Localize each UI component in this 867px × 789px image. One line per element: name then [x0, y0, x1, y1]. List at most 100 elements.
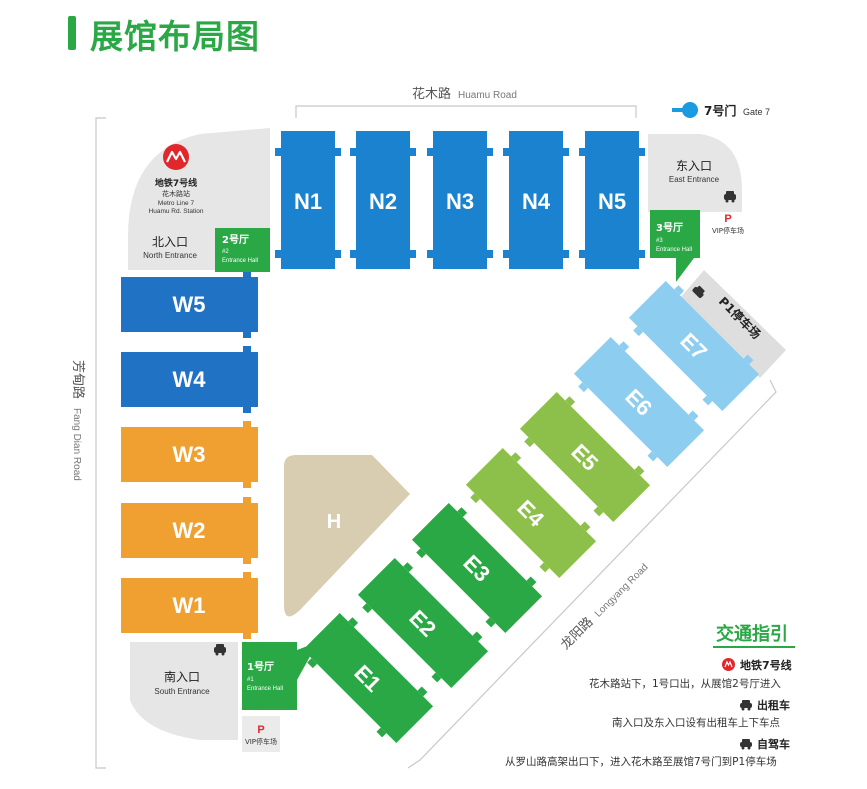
hall-n2[interactable]: N2 [350, 131, 416, 269]
hall-shape [121, 352, 258, 407]
hall-label: W1 [173, 593, 206, 618]
hall-e5[interactable]: E5 [516, 388, 655, 527]
hall-shape [573, 336, 705, 468]
south-entrance-cn: 南入口 [164, 669, 200, 684]
hall-shape [411, 502, 543, 634]
hall-e2[interactable]: E2 [354, 554, 493, 693]
entrance-hall-3-num: #3 [656, 238, 663, 244]
hall-w2[interactable]: W2 [121, 497, 258, 564]
hall-shape [628, 280, 760, 412]
gate7-label-cn: 7号门 [704, 103, 736, 118]
entrance-hall-3-en: Entrance Hall [656, 247, 692, 253]
metro-marker[interactable]: 地铁7号线 花木路站 Metro Line 7 Huamu Rd. Statio… [149, 144, 204, 215]
hall-shape [281, 131, 335, 269]
hall-shape [433, 131, 487, 269]
guide-taxi-head: 出租车 [757, 699, 790, 712]
guide-metro-head: 地铁7号线 [740, 659, 792, 672]
entrance-hall-2[interactable]: 2号厅 #2 Entrance Hall [215, 228, 270, 272]
title-accent-bar [68, 16, 76, 50]
hall-shape [121, 277, 258, 332]
p1-parking-area [680, 270, 786, 378]
hall-w5[interactable]: W5 [121, 271, 258, 338]
entrance-hall-2-en: Entrance Hall [222, 258, 258, 264]
hall-shape [357, 557, 489, 689]
vip-parking-east[interactable]: P VIP停车场 [712, 213, 744, 235]
west-road-label-cn: 芳甸路 [70, 360, 86, 399]
east-road-label-cn: 龙阳路 [558, 614, 597, 653]
metro-label-cn: 地铁7号线 [155, 177, 197, 189]
hall-w1[interactable]: W1 [121, 572, 258, 639]
parking-icon: P [257, 724, 264, 736]
guide-metro-text: 花木路站下，1号口出，从展馆2号厅进入 [589, 678, 781, 690]
vip-parking-south-area [242, 716, 280, 752]
hall-e1[interactable]: E1 [299, 609, 438, 748]
north-entrance-en: North Entrance [143, 251, 197, 260]
entrance-hall-3-cn: 3号厅 [656, 222, 683, 234]
entrance-hall-1-en: Entrance Hall [247, 686, 283, 692]
north-road-label-en: Huamu Road [458, 90, 517, 101]
entrance-hall-2-num: #2 [222, 249, 229, 255]
east-road-label-en: Longyang Road [593, 562, 651, 620]
south-entrance-en: South Entrance [154, 687, 210, 696]
hall-n1[interactable]: N1 [275, 131, 341, 269]
guide-taxi-text: 南入口及东入口设有出租车上下车点 [612, 717, 780, 729]
hall-h[interactable]: H [284, 455, 410, 617]
vip-parking-label: VIP停车场 [712, 226, 744, 235]
hall-shape [519, 391, 651, 523]
south-entrance-area [130, 642, 238, 740]
vip-parking-label: VIP停车场 [245, 737, 277, 746]
hall-e7[interactable]: E7 [625, 277, 764, 416]
hall-w4[interactable]: W4 [121, 346, 258, 413]
hall-label: W3 [173, 442, 206, 467]
taxi-icon [740, 700, 752, 711]
gate7-marker[interactable]: 7号门 Gate 7 [672, 102, 770, 118]
hall-label: W4 [173, 367, 207, 392]
hall-n3[interactable]: N3 [427, 131, 493, 269]
north-entrance-cn: 北入口 [152, 235, 188, 249]
guide-underline [713, 646, 795, 648]
hall-shape [121, 503, 258, 558]
hall-h-label: H [327, 511, 341, 533]
hall-shape [356, 131, 410, 269]
hall-w3[interactable]: W3 [121, 421, 258, 488]
page-title: 展馆布局图 [90, 17, 260, 56]
hall-shape [121, 427, 258, 482]
hall-e3[interactable]: E3 [408, 499, 547, 638]
west-road-label-en: Fang Dian Road [71, 408, 82, 481]
hall-shape [585, 131, 639, 269]
parking-icon: P [724, 213, 731, 225]
east-entrance-cn: 东入口 [676, 159, 712, 173]
metro-label-cn2: 花木路站 [162, 189, 190, 198]
car-icon [692, 285, 705, 299]
guide-title: 交通指引 [716, 624, 788, 645]
taxi-icon [724, 191, 736, 203]
hall-e6[interactable]: E6 [570, 333, 709, 472]
hall-label: N1 [294, 189, 322, 214]
hall-h-shape [284, 455, 410, 617]
hall-label: N4 [522, 189, 551, 214]
hall-label: W5 [173, 292, 206, 317]
hall-label: N2 [369, 189, 397, 214]
entrance-hall-1[interactable]: 1号厅 #1 Entrance Hall [242, 642, 318, 710]
hall-label: N5 [598, 189, 626, 214]
entrance-hall-1-cn: 1号厅 [247, 661, 274, 673]
hall-e4[interactable]: E4 [462, 444, 601, 583]
hall-n4[interactable]: N4 [503, 131, 569, 269]
west-road-bracket [95, 117, 106, 769]
hall-shape [121, 578, 258, 633]
entrance-hall-3[interactable]: 3号厅 #3 Entrance Hall [650, 210, 700, 282]
metro-icon [722, 658, 735, 671]
hall-shape [465, 447, 597, 579]
vip-parking-south[interactable]: P VIP停车场 [245, 724, 277, 746]
hall-shape [509, 131, 563, 269]
entrance-hall-2-cn: 2号厅 [222, 234, 249, 246]
north-road-bracket [295, 105, 637, 118]
car-icon [740, 739, 752, 750]
north-road-label-cn: 花木路 [412, 86, 451, 102]
east-entrance-en: East Entrance [669, 175, 720, 184]
guide-car-head: 自驾车 [757, 738, 790, 751]
gate7-label-en: Gate 7 [743, 107, 770, 117]
east-road-bracket [407, 379, 777, 769]
hall-n5[interactable]: N5 [579, 131, 645, 269]
